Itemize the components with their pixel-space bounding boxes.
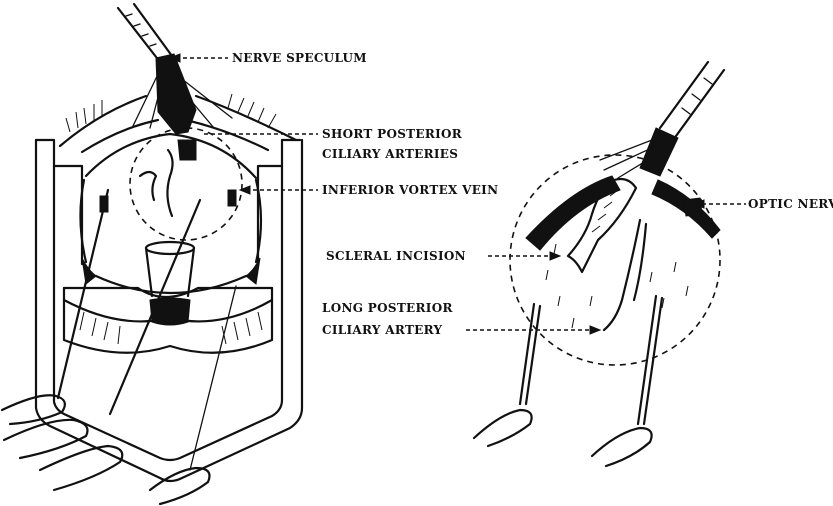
- left-figure-overview: [2, 4, 318, 504]
- label-short-posterior-2: CILIARY ARTERIES: [322, 147, 458, 161]
- forceps-right-set: [474, 296, 662, 466]
- leaders-left: [170, 54, 318, 194]
- label-long-posterior-2: CILIARY ARTERY: [322, 323, 443, 337]
- label-short-posterior-1: SHORT POSTERIOR: [322, 127, 463, 141]
- nerve-speculum-left: [118, 4, 232, 134]
- nerve-speculum-right: [600, 62, 724, 178]
- label-long-posterior-1: LONG POSTERIOR: [322, 301, 453, 315]
- right-figure-detail: [466, 62, 746, 466]
- optic-nerve-stump-left: [140, 140, 196, 216]
- label-optic-nerve: OPTIC NERVE: [748, 197, 833, 211]
- lower-lid: [64, 288, 272, 353]
- label-nerve-speculum: NERVE SPECULUM: [232, 51, 367, 65]
- sclera-flaps: [526, 176, 720, 250]
- label-inferior-vortex-vein: INFERIOR VORTEX VEIN: [322, 183, 498, 197]
- label-scleral-incision: SCLERAL INCISION: [326, 249, 466, 263]
